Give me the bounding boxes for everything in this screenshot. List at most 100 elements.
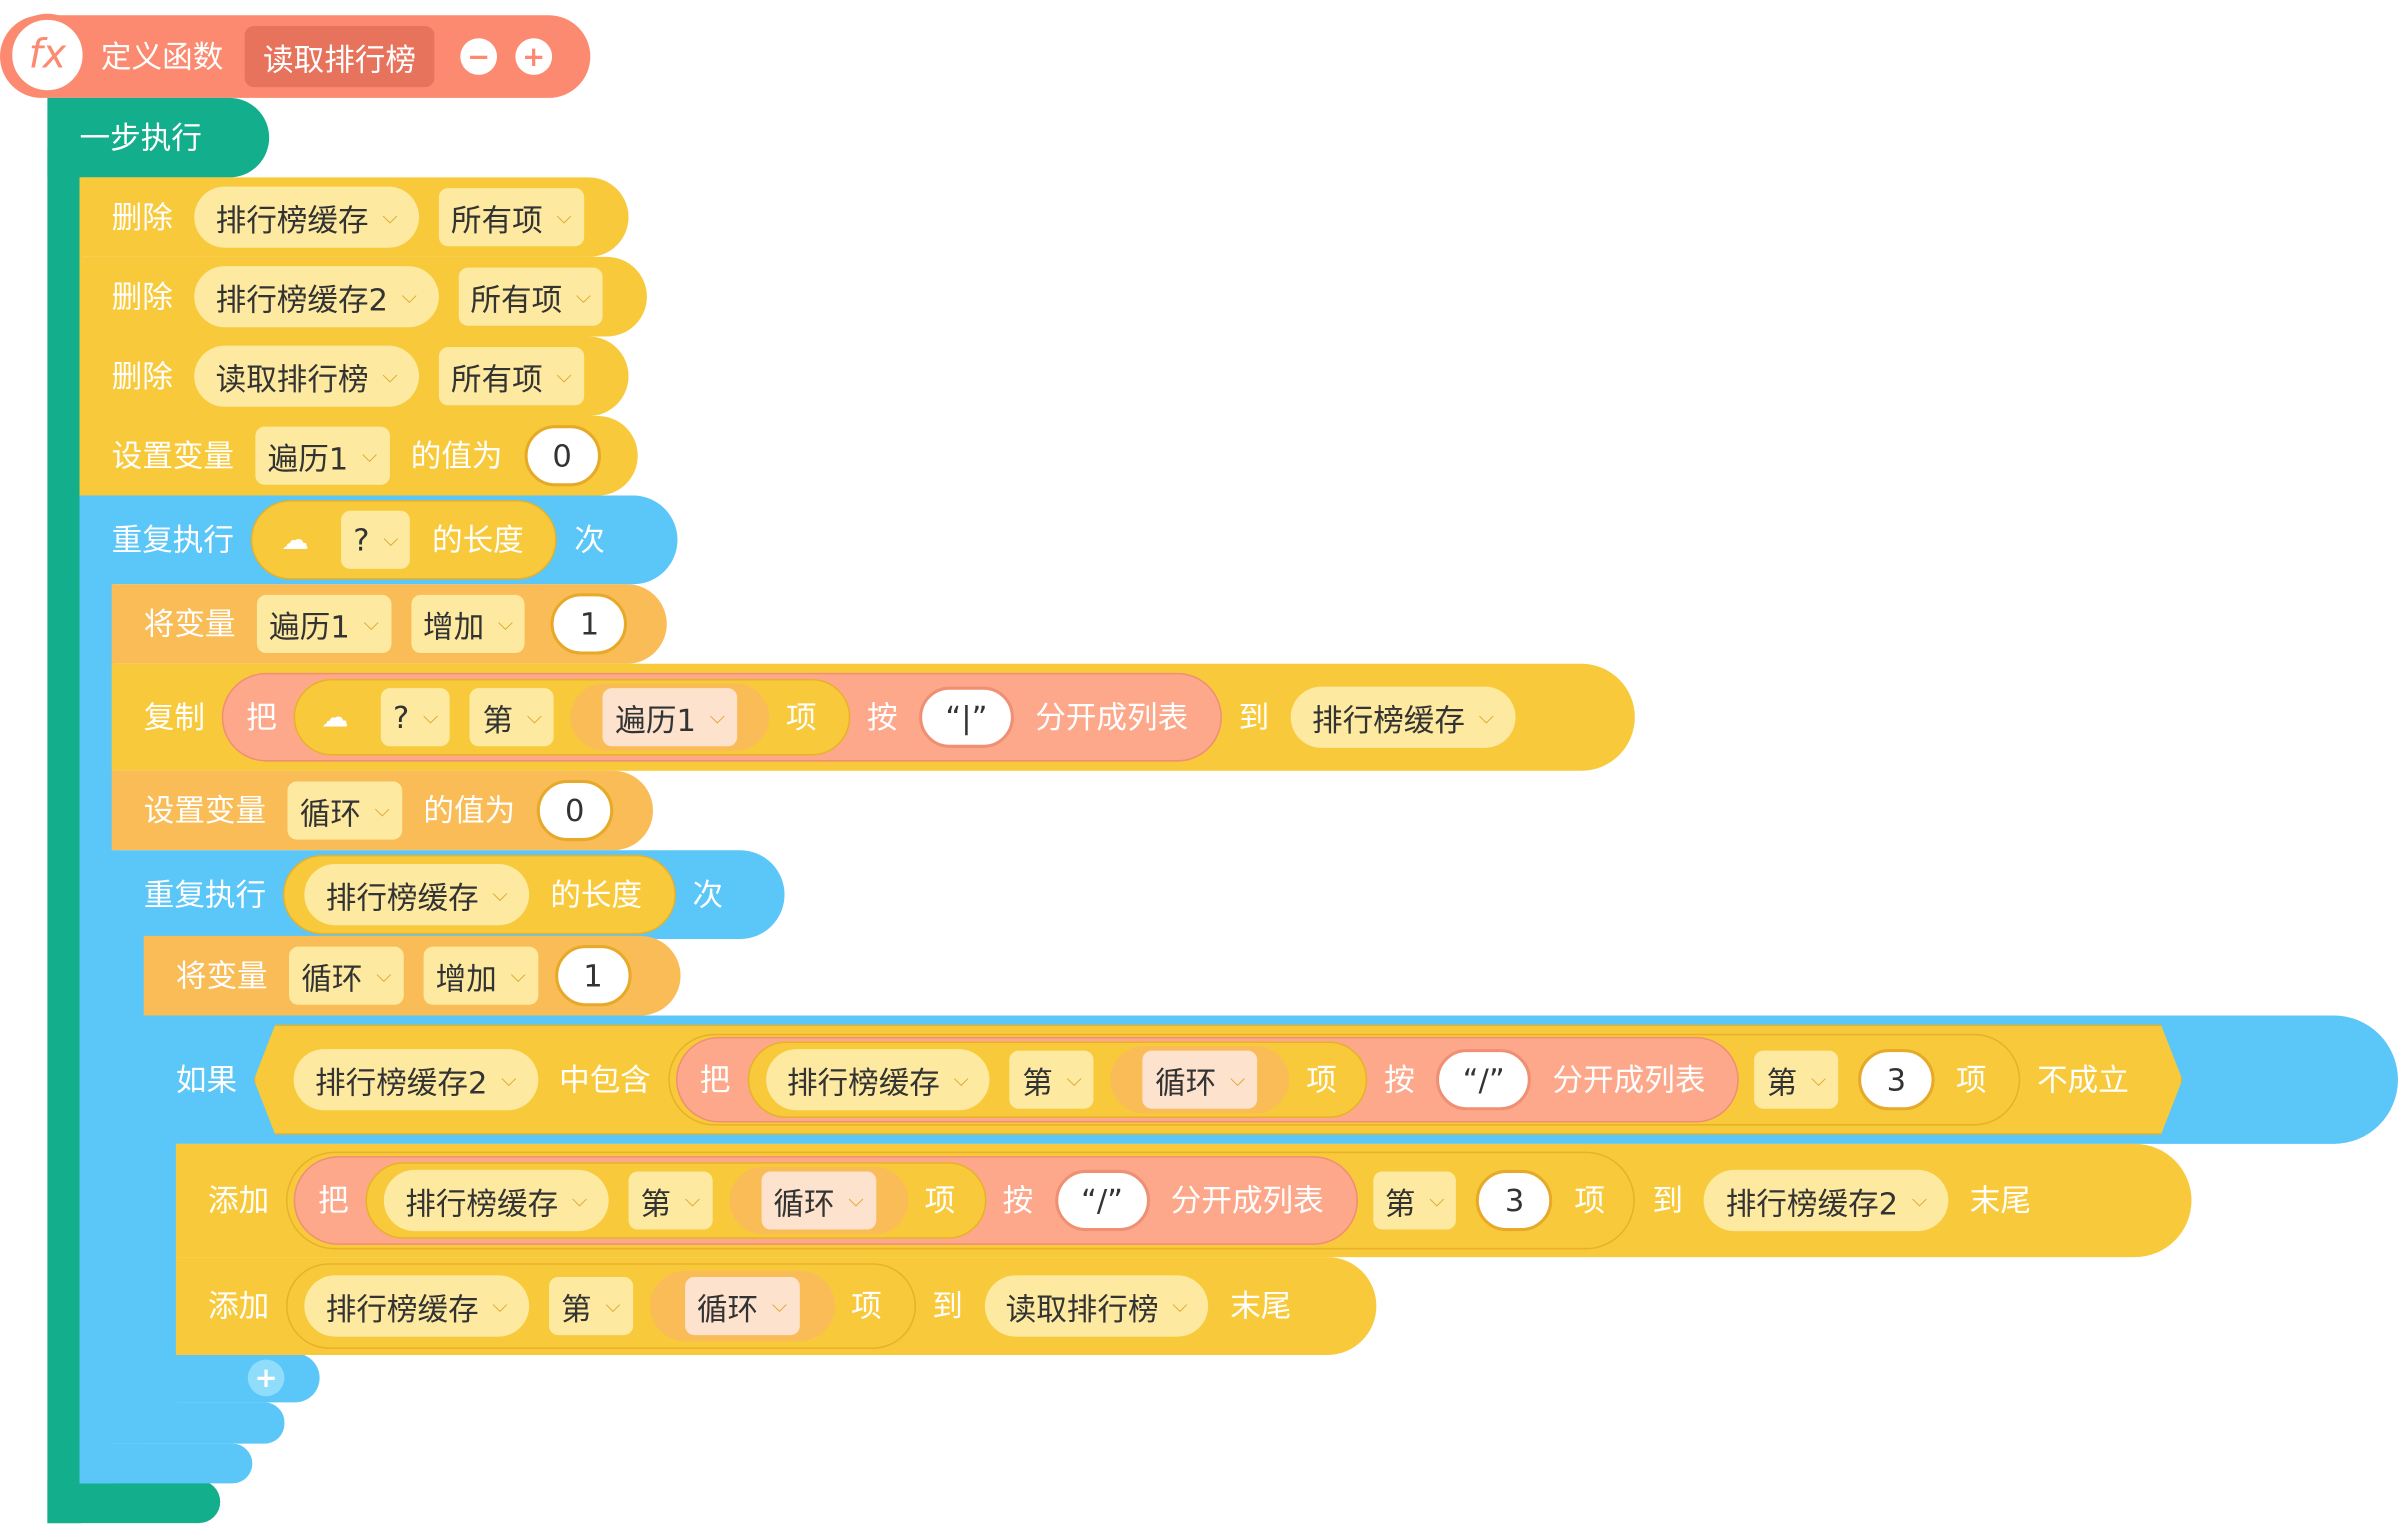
split-reporter[interactable]: 把 排行榜缓存⌵ 第⌵ 循环⌵ 项 按 “/” 分开成列表 bbox=[293, 1156, 1358, 1245]
delete-block-2[interactable]: 删除 排行榜缓存2⌵ 所有项⌵ bbox=[79, 256, 647, 337]
amount-input[interactable]: 1 bbox=[551, 593, 628, 655]
repeat-block-inner[interactable]: 重复执行 排行榜缓存⌵ 的长度 次 bbox=[111, 850, 785, 939]
separator-input[interactable]: “|” bbox=[919, 686, 1014, 748]
define-function-block[interactable]: 定义函数 读取排行榜 − + bbox=[0, 15, 591, 98]
chevron-down-icon: ⌵ bbox=[848, 1189, 864, 1212]
amount-input[interactable]: 1 bbox=[554, 945, 632, 1007]
delete-block-3[interactable]: 删除 读取排行榜⌵ 所有项⌵ bbox=[79, 336, 629, 416]
list-item-reporter[interactable]: 排行榜缓存⌵ 第⌵ 循环⌵ 项 bbox=[285, 1263, 916, 1349]
variable-dropdown[interactable]: 循环⌵ bbox=[684, 1276, 800, 1336]
target-list-dropdown[interactable]: 排行榜缓存⌵ bbox=[1290, 686, 1516, 748]
split-item-reporter[interactable]: 把 排行榜缓存⌵ 第⌵ 循环⌵ 项 按 “/” 分开成列表 第⌵ 3 项 bbox=[285, 1151, 1636, 1250]
value-input[interactable]: 0 bbox=[523, 425, 601, 487]
repeat-inner-foot bbox=[111, 1402, 285, 1444]
copy-block[interactable]: 复制 把 ☁ ?⌵ 第⌵ 遍历1⌵ 项 按 “|” 分开成列表 到 排行榜缓存⌵ bbox=[111, 663, 1635, 771]
item-label: 项 bbox=[924, 1182, 956, 1219]
list-dropdown[interactable]: 排行榜缓存2⌵ bbox=[194, 266, 439, 328]
ba-label: 把 bbox=[318, 1182, 349, 1219]
add-label: 添加 bbox=[207, 1182, 270, 1219]
length-reporter[interactable]: ☁ ?⌵ 的长度 bbox=[250, 500, 558, 580]
add-to-list-block-1[interactable]: 添加 把 排行榜缓存⌵ 第⌵ 循环⌵ 项 按 “/” 分开成列表 第⌵ 3 项 bbox=[175, 1143, 2192, 1258]
index-mode-dropdown[interactable]: 第⌵ bbox=[548, 1276, 633, 1336]
list-item-reporter[interactable]: 排行榜缓存⌵ 第⌵ 循环⌵ 项 bbox=[747, 1041, 1367, 1117]
which-dropdown[interactable]: 所有项⌵ bbox=[438, 347, 584, 406]
list-dropdown[interactable]: 排行榜缓存⌵ bbox=[766, 1049, 991, 1110]
step-block-header[interactable]: 一步执行 bbox=[47, 97, 270, 178]
repeat-block-outer[interactable]: 重复执行 ☁ ?⌵ 的长度 次 bbox=[79, 495, 678, 585]
which-dropdown[interactable]: 所有项⌵ bbox=[458, 267, 604, 326]
variable-dropdown[interactable]: 遍历1⌵ bbox=[256, 594, 391, 654]
by-label: 按 bbox=[1002, 1182, 1034, 1219]
list-dropdown[interactable]: 排行榜缓存⌵ bbox=[194, 186, 419, 248]
list-item-reporter[interactable]: ☁ ?⌵ 第⌵ 遍历1⌵ 项 bbox=[293, 679, 851, 756]
list-dropdown[interactable]: 读取排行榜⌵ bbox=[194, 345, 419, 407]
variable-dropdown[interactable]: 循环⌵ bbox=[287, 781, 402, 840]
variable-reporter[interactable]: 循环⌵ bbox=[729, 1166, 908, 1235]
item-label: 项 bbox=[785, 698, 817, 736]
index-mode-dropdown[interactable]: 第⌵ bbox=[1010, 1051, 1094, 1109]
variable-dropdown[interactable]: 遍历1⌵ bbox=[255, 426, 390, 485]
list-item-reporter[interactable]: 排行榜缓存⌵ 第⌵ 循环⌵ 项 bbox=[365, 1162, 986, 1239]
list-dropdown[interactable]: 排行榜缓存2⌵ bbox=[294, 1049, 538, 1110]
if-add-branch-button[interactable]: + bbox=[247, 1359, 285, 1397]
index-mode-dropdown[interactable]: 第⌵ bbox=[1372, 1171, 1457, 1230]
set-variable-block-1[interactable]: 设置变量 遍历1⌵ 的值为 0 bbox=[79, 415, 638, 496]
remove-param-button[interactable]: − bbox=[460, 38, 498, 75]
chevron-down-icon: ⌵ bbox=[492, 883, 508, 907]
operation-dropdown[interactable]: 增加⌵ bbox=[410, 594, 526, 654]
repeat-label: 重复执行 bbox=[111, 521, 234, 559]
add-param-button[interactable]: + bbox=[515, 38, 553, 75]
if-block-foot bbox=[143, 1353, 320, 1403]
length-reporter[interactable]: 排行榜缓存⌵ 的长度 bbox=[282, 854, 676, 935]
delete-block-1[interactable]: 删除 排行榜缓存⌵ 所有项⌵ bbox=[79, 177, 629, 257]
index-mode-dropdown[interactable]: 第⌵ bbox=[1754, 1051, 1838, 1109]
cloud-list-icon: ☁ bbox=[281, 523, 309, 556]
list-dropdown[interactable]: 排行榜缓存⌵ bbox=[383, 1169, 609, 1232]
chevron-down-icon: ⌵ bbox=[376, 964, 392, 988]
split-reporter[interactable]: 把 排行榜缓存⌵ 第⌵ 循环⌵ 项 按 “/” 分开成列表 bbox=[675, 1037, 1739, 1123]
repeat-outer-foot bbox=[79, 1443, 253, 1484]
chevron-down-icon: ⌵ bbox=[1429, 1189, 1445, 1212]
variable-dropdown[interactable]: 循环⌵ bbox=[1143, 1051, 1257, 1109]
set-variable-block-2[interactable]: 设置变量 循环⌵ 的值为 0 bbox=[111, 770, 654, 851]
index-input[interactable]: 3 bbox=[1476, 1169, 1553, 1232]
split-item-reporter[interactable]: 把 排行榜缓存⌵ 第⌵ 循环⌵ 项 按 “/” 分开成列表 第⌵ 3 项 bbox=[668, 1034, 2021, 1126]
function-name-field[interactable]: 读取排行榜 bbox=[244, 25, 435, 88]
variable-reporter[interactable]: 遍历1⌵ bbox=[570, 683, 770, 751]
step-block-foot bbox=[47, 1480, 221, 1524]
ba-label: 把 bbox=[246, 698, 277, 736]
index-mode-dropdown[interactable]: 第⌵ bbox=[470, 688, 555, 747]
which-dropdown[interactable]: 所有项⌵ bbox=[438, 188, 584, 247]
list-dropdown[interactable]: 排行榜缓存⌵ bbox=[304, 1275, 529, 1337]
if-block[interactable]: 如果 排行榜缓存2⌵ 中包含 把 排行榜缓存⌵ 第⌵ 循环⌵ 项 按 “/” bbox=[143, 1015, 2398, 1144]
set-variable-label: 设置变量 bbox=[111, 437, 234, 475]
operation-dropdown[interactable]: 增加⌵ bbox=[423, 946, 538, 1005]
not-contains-condition[interactable]: 排行榜缓存2⌵ 中包含 把 排行榜缓存⌵ 第⌵ 循环⌵ 项 按 “/” 分开成列 bbox=[254, 1025, 2182, 1135]
variable-reporter[interactable]: 循环⌵ bbox=[649, 1270, 835, 1342]
variable-reporter[interactable]: 循环⌵ bbox=[1111, 1046, 1290, 1113]
chevron-down-icon: ⌵ bbox=[709, 705, 725, 729]
chevron-down-icon: ⌵ bbox=[605, 1294, 621, 1318]
target-list-dropdown[interactable]: 读取排行榜⌵ bbox=[984, 1275, 1209, 1337]
chevron-down-icon: ⌵ bbox=[492, 1294, 508, 1318]
split-reporter[interactable]: 把 ☁ ?⌵ 第⌵ 遍历1⌵ 项 按 “|” 分开成列表 bbox=[221, 672, 1222, 762]
variable-dropdown[interactable]: 遍历1⌵ bbox=[603, 688, 738, 747]
change-variable-block-2[interactable]: 将变量 循环⌵ 增加⌵ 1 bbox=[143, 935, 681, 1016]
cloud-var-dropdown[interactable]: ?⌵ bbox=[380, 688, 451, 747]
cloud-var-dropdown[interactable]: ?⌵ bbox=[341, 510, 411, 569]
list-dropdown[interactable]: 排行榜缓存⌵ bbox=[304, 864, 529, 926]
chevron-down-icon: ⌵ bbox=[953, 1068, 969, 1092]
split-label: 分开成列表 bbox=[1170, 1182, 1324, 1219]
separator-input[interactable]: “/” bbox=[1436, 1049, 1531, 1110]
change-variable-block-1[interactable]: 将变量 遍历1⌵ 增加⌵ 1 bbox=[111, 584, 667, 664]
target-list-dropdown[interactable]: 排行榜缓存2⌵ bbox=[1704, 1169, 1949, 1232]
add-to-list-block-2[interactable]: 添加 排行榜缓存⌵ 第⌵ 循环⌵ 项 到 读取排行榜⌵ 末尾 bbox=[175, 1257, 1377, 1355]
if-label: 如果 bbox=[175, 1061, 238, 1099]
value-input[interactable]: 0 bbox=[536, 779, 614, 842]
chevron-down-icon: ⌵ bbox=[575, 285, 592, 309]
index-input[interactable]: 3 bbox=[1858, 1049, 1934, 1110]
variable-dropdown[interactable]: 循环⌵ bbox=[289, 946, 404, 1005]
separator-input[interactable]: “/” bbox=[1054, 1169, 1150, 1232]
variable-dropdown[interactable]: 循环⌵ bbox=[761, 1171, 876, 1230]
index-mode-dropdown[interactable]: 第⌵ bbox=[628, 1171, 713, 1230]
